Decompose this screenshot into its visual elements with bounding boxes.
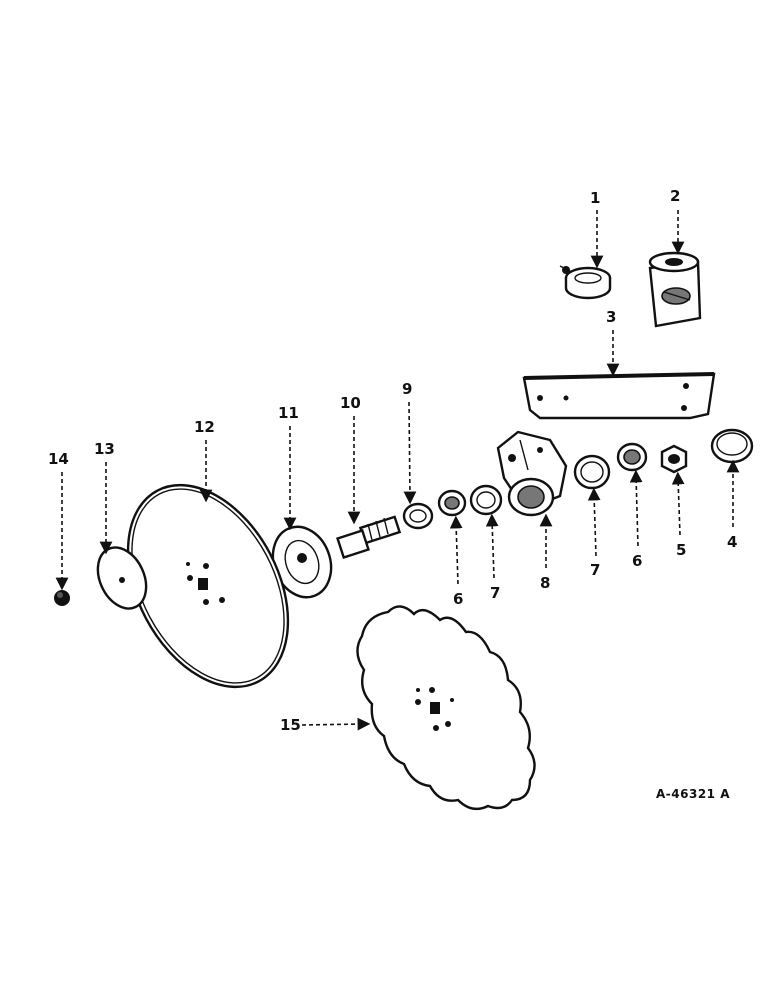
- bearing-housing-block: [648, 251, 702, 328]
- callout-label: 2: [670, 187, 680, 205]
- callout-6-right: 6: [629, 469, 643, 570]
- callout-6-left: 6: [449, 515, 463, 608]
- notched-disk: [356, 605, 536, 811]
- callout-2: 2: [670, 187, 685, 255]
- callout-10: 10: [340, 394, 361, 525]
- callout-label: 6: [453, 590, 463, 608]
- seal-washer: [402, 502, 434, 530]
- bearing-cup-right: [573, 454, 611, 490]
- callout-label: 11: [278, 404, 299, 422]
- callout-label: 14: [48, 450, 69, 468]
- bearing-cup-left: [469, 484, 503, 516]
- bearing-cone-left: [437, 489, 467, 517]
- hub-bracket: [496, 430, 568, 517]
- callout-9: 9: [402, 380, 417, 505]
- hex-nut: [660, 444, 688, 474]
- callout-label: 6: [632, 552, 642, 570]
- callout-label: 7: [490, 584, 500, 602]
- bearing-cone-right: [616, 442, 648, 472]
- mounting-bar: [522, 372, 716, 420]
- callout-label: 13: [94, 440, 115, 458]
- callout-4: 4: [726, 459, 740, 551]
- callout-15: 14: [48, 450, 69, 591]
- callout-13: 12: [194, 418, 215, 503]
- callout-label: 10: [340, 394, 361, 412]
- callout-11: 11: [278, 404, 299, 531]
- callout-7-right: 7: [587, 487, 601, 579]
- clamp-ring: [559, 265, 612, 300]
- callout-label: 4: [727, 533, 737, 551]
- callout-12: 15: [280, 716, 371, 734]
- dust-cap: [710, 428, 754, 464]
- spindle: [336, 515, 402, 560]
- reference-code: A-46321 A: [656, 787, 730, 801]
- callout-label: 5: [676, 541, 686, 559]
- small-nut: [54, 590, 70, 606]
- callout-label: 8: [540, 574, 550, 592]
- callout-1: 1: [590, 189, 604, 269]
- callout-8: 8: [539, 513, 553, 592]
- smooth-disk: [126, 483, 290, 689]
- callout-7-left: 7: [485, 513, 500, 602]
- callout-5: 5: [671, 471, 686, 559]
- callout-label: 7: [590, 561, 600, 579]
- callout-14: 13: [94, 440, 115, 555]
- callout-label: 12: [194, 418, 215, 436]
- callout-3: 3: [606, 308, 620, 377]
- callout-label: 15: [280, 716, 301, 734]
- callout-label: 3: [606, 308, 616, 326]
- callout-label: 1: [590, 189, 600, 207]
- callout-label: 9: [402, 380, 412, 398]
